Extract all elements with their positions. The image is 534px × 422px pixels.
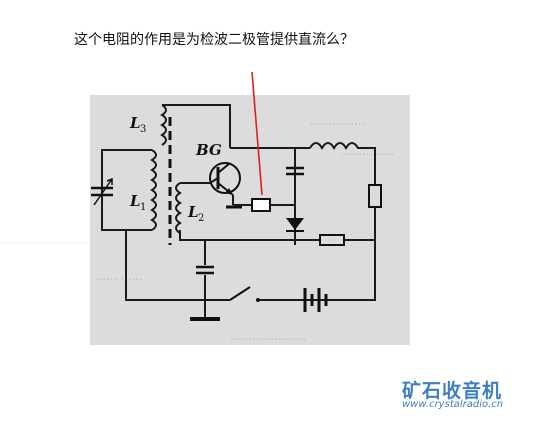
annotation-arrow-line	[251, 71, 263, 196]
label-bg: BG	[195, 141, 222, 159]
rf-choke	[309, 142, 376, 185]
coil-l2	[175, 182, 182, 234]
label-l2-sub: 2	[198, 213, 204, 224]
circuit-scan: …………… …………… …… …… …………………	[90, 95, 410, 345]
label-l3-sub: 3	[140, 124, 146, 135]
svg-text:…… ……: …… ……	[95, 270, 143, 283]
watermark-url: www.crystalradio.cn	[402, 399, 504, 410]
coil-l3	[160, 104, 167, 146]
scan-background-text: …………… …………… …… …… …………………	[95, 115, 395, 343]
svg-text:……………: ……………	[310, 115, 365, 128]
bottom-left-wire	[125, 230, 205, 301]
battery	[303, 288, 328, 312]
label-l3: L	[129, 114, 141, 132]
variable-capacitor	[91, 177, 113, 206]
watermark-brand: 矿石收音机	[402, 380, 503, 402]
base-wire	[180, 177, 219, 184]
coupling-capacitor	[196, 265, 214, 275]
label-l2: L	[187, 203, 199, 221]
detector-diode	[286, 218, 304, 232]
label-l1: L	[129, 192, 141, 210]
question-text: 这个电阻的作用是为检波二极管提供直流么？	[74, 32, 354, 48]
coil-l1	[150, 149, 157, 231]
circuit-diagram: …………… …………… …… …… …………………	[91, 104, 395, 343]
svg-text:……………: ……………	[340, 145, 395, 158]
label-l1-sub: 1	[140, 202, 146, 213]
bypass-capacitor	[286, 166, 304, 176]
svg-text:…………………: …………………	[230, 330, 307, 343]
lower-left-wire	[179, 230, 206, 265]
collector-wire	[162, 104, 231, 148]
